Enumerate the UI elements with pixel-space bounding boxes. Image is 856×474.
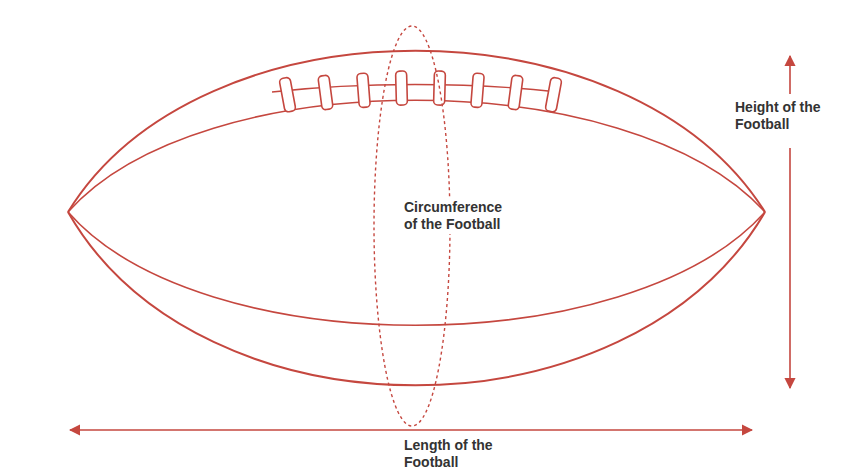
ball-outline-bottom bbox=[68, 212, 765, 385]
lace-stitch bbox=[396, 71, 408, 105]
lace-stitch bbox=[508, 75, 523, 110]
laces bbox=[279, 71, 562, 112]
circumference-label: Circumference of the Football bbox=[402, 198, 518, 234]
height-label: Height of the Football bbox=[733, 98, 827, 134]
ball-seam-top bbox=[68, 100, 765, 212]
lace-stitch bbox=[279, 77, 296, 112]
height-arrow-bottom bbox=[789, 148, 791, 388]
lace-stitch bbox=[471, 73, 485, 108]
lace-stitch bbox=[357, 73, 371, 108]
ball-outline-top bbox=[68, 51, 765, 212]
length-label: Length of the Football bbox=[404, 437, 494, 471]
lace-stitch bbox=[318, 75, 333, 110]
lace-stitch bbox=[545, 77, 562, 112]
length-arrow bbox=[70, 429, 752, 431]
height-arrow-top bbox=[789, 56, 791, 94]
